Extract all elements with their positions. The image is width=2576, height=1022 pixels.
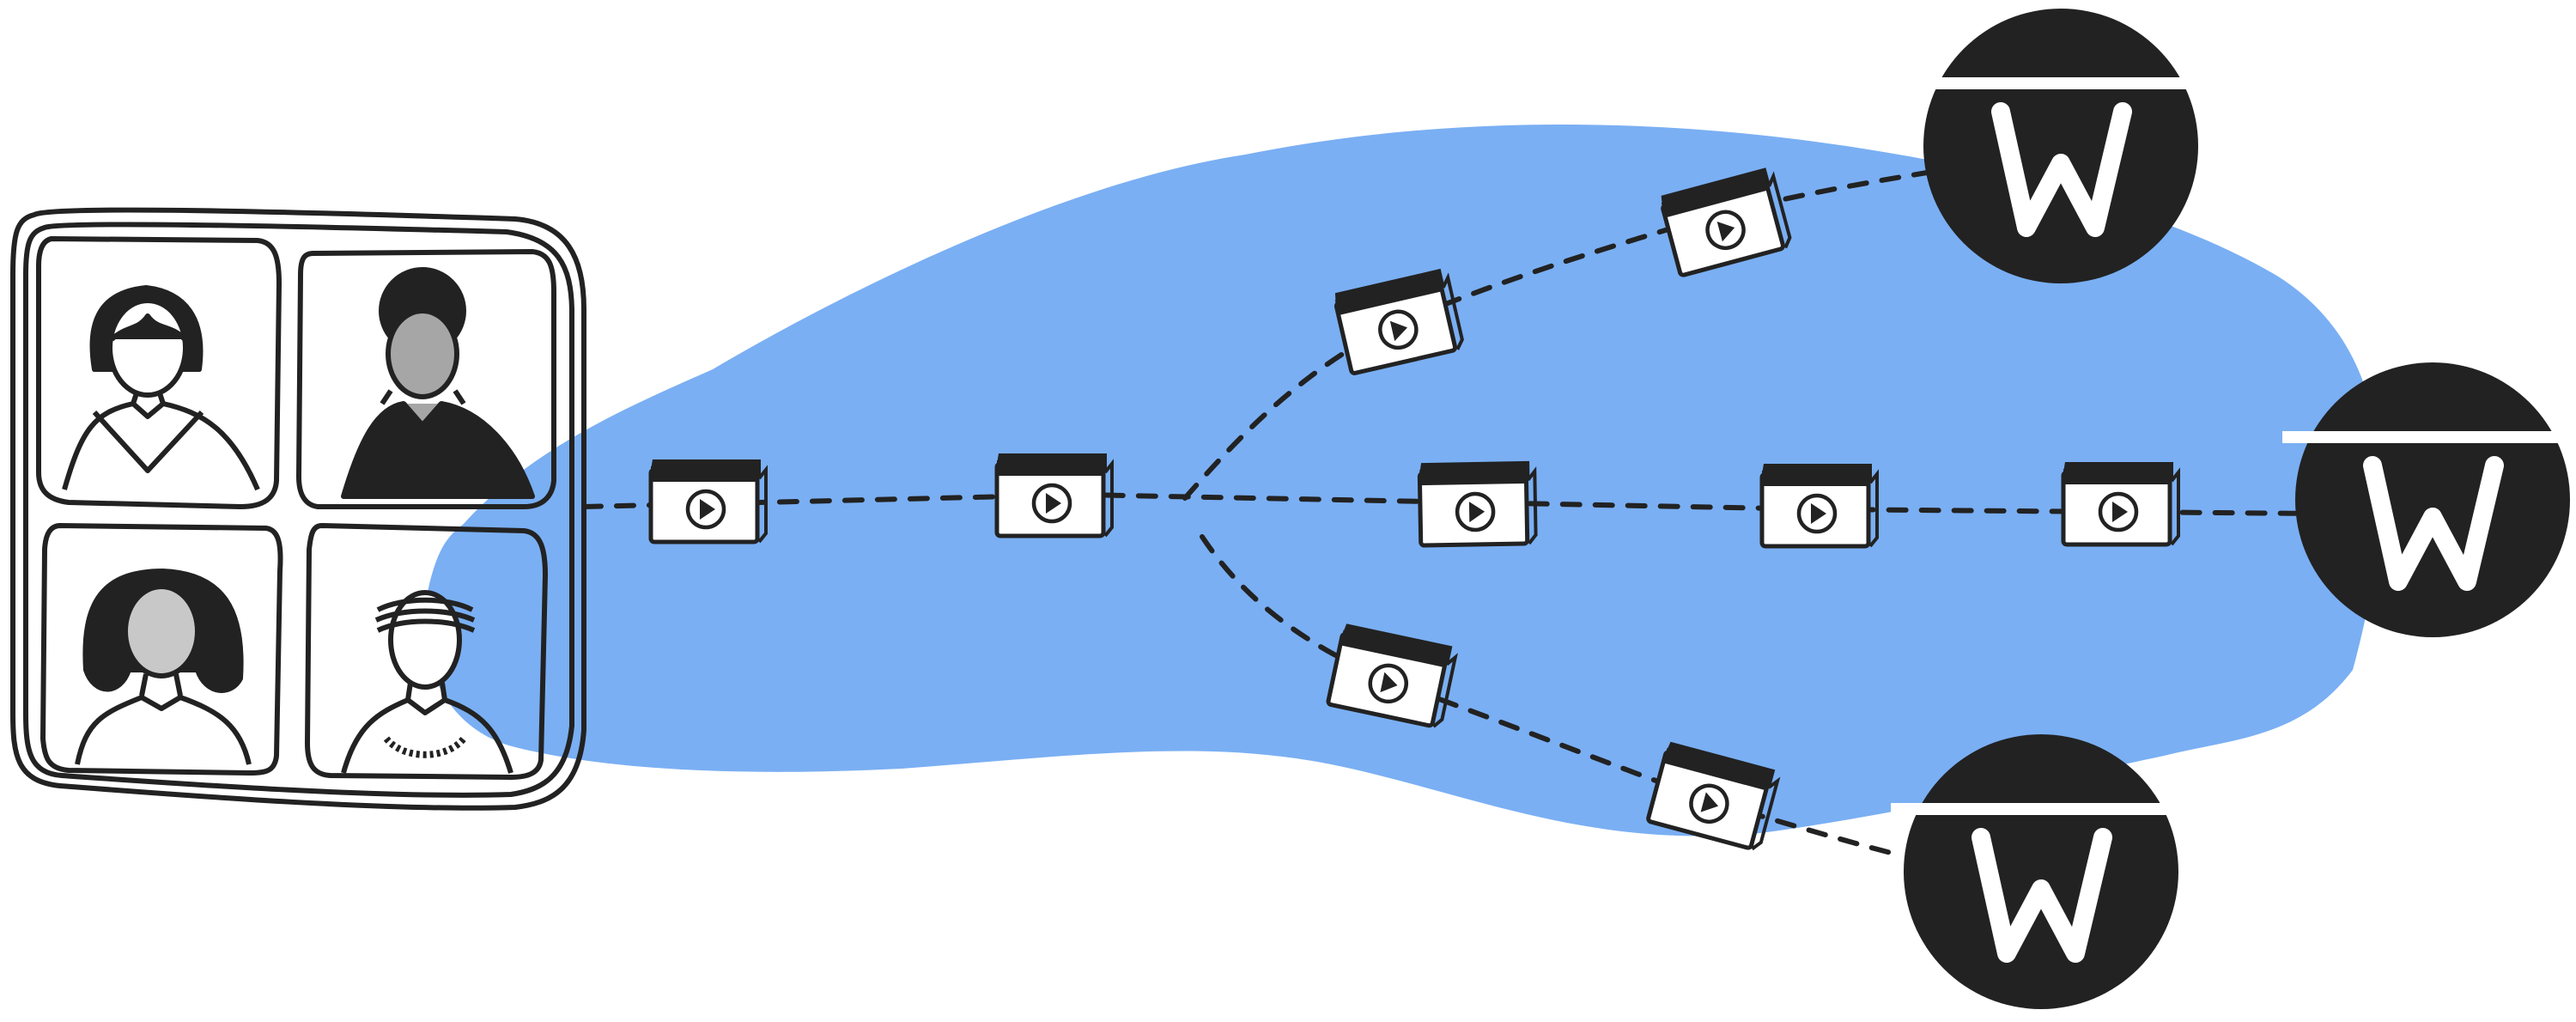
avatar-4	[341, 590, 513, 774]
avatar-2	[341, 267, 535, 499]
participant-tile-4[interactable]	[305, 523, 548, 780]
participant-tile-3[interactable]	[40, 523, 283, 776]
participant-tile-2[interactable]	[296, 249, 556, 509]
path-middle	[581, 491, 2321, 516]
participant-tile-1[interactable]	[36, 236, 282, 509]
video-icon	[651, 459, 766, 542]
grid-outer-frame	[10, 207, 586, 811]
grid-inner-frame	[23, 222, 574, 798]
participant-grid	[10, 207, 586, 811]
video-icon	[997, 453, 1112, 536]
network-blob	[424, 125, 2381, 836]
avatar-1	[62, 285, 260, 491]
connection-paths	[581, 169, 2321, 857]
path-upper	[1182, 169, 1935, 501]
video-icon	[1762, 464, 1877, 546]
avatar-3	[75, 569, 252, 765]
path-lower	[1200, 534, 1900, 857]
video-icon	[1419, 461, 1536, 545]
video-icon	[2063, 462, 2178, 544]
